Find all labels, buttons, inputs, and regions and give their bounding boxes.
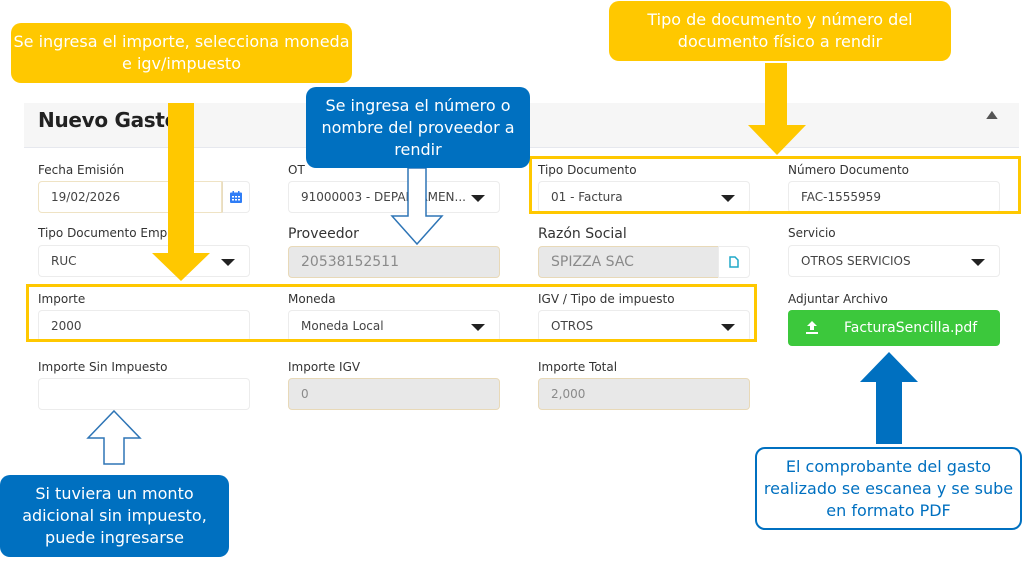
calendar-button[interactable]	[222, 181, 250, 213]
importe-total-label: Importe Total	[538, 360, 618, 374]
chevron-down-icon	[721, 324, 735, 331]
moneda-select[interactable]: Moneda Local	[288, 310, 500, 342]
chevron-down-icon	[221, 259, 235, 266]
importe-highlight-box	[26, 284, 757, 342]
importe-total-input: 2,000	[538, 378, 750, 410]
servicio-select[interactable]: OTROS SERVICIOS	[788, 245, 1000, 277]
chevron-down-icon	[721, 195, 735, 202]
numero-documento-input[interactable]: FAC-1555959	[788, 181, 1000, 213]
sin-impuesto-callout: Si tuviera un monto adicional sin impues…	[0, 475, 229, 557]
importe-label: Importe	[38, 292, 86, 306]
documento-highlight-box	[529, 156, 1021, 214]
arrow-down-outline-icon	[390, 167, 444, 246]
arrow-up-icon	[860, 352, 918, 444]
arrow-up-outline-icon	[86, 409, 142, 465]
uploaded-file-name: FacturaSencilla.pdf	[844, 320, 978, 336]
igv-value: OTROS	[551, 319, 594, 333]
chevron-down-icon	[971, 259, 985, 266]
arrow-down-icon	[152, 103, 210, 281]
tipo-documento-label: Tipo Documento	[538, 163, 637, 177]
importe-sin-impuesto-label: Importe Sin Impuesto	[38, 360, 168, 374]
tipo-documento-value: 01 - Factura	[551, 190, 623, 204]
calendar-icon	[230, 191, 242, 203]
razon-social-button[interactable]	[718, 246, 750, 278]
importe-igv-input: 0	[288, 378, 500, 410]
importe-igv-label: Importe IGV	[288, 360, 361, 374]
chevron-up-icon[interactable]: ▲	[982, 106, 1002, 122]
documento-callout: Tipo de documento y número del documento…	[609, 1, 951, 61]
document-icon	[729, 256, 739, 268]
adjuntar-label: Adjuntar Archivo	[788, 292, 888, 306]
numero-documento-label: Número Documento	[788, 163, 909, 177]
servicio-label: Servicio	[788, 226, 836, 240]
moneda-value: Moneda Local	[301, 319, 384, 333]
tipo-documento-empresa-value: RUC	[51, 254, 77, 268]
igv-label: IGV / Tipo de impuesto	[538, 292, 675, 306]
page-title: Nuevo Gasto	[38, 108, 179, 132]
importe-sin-impuesto-input[interactable]	[38, 378, 250, 410]
proveedor-callout: Se ingresa el número o nombre del provee…	[306, 87, 530, 168]
pdf-callout: El comprobante del gasto realizado se es…	[755, 447, 1022, 530]
tipo-documento-empresa-label: Tipo Documento Empre	[38, 226, 180, 240]
upload-icon	[806, 321, 818, 334]
arrow-down-icon	[748, 63, 806, 155]
fecha-emision-label: Fecha Emisión	[38, 163, 125, 177]
importe-callout: Se ingresa el importe, selecciona moneda…	[11, 23, 352, 83]
proveedor-label: Proveedor	[288, 226, 359, 242]
importe-input[interactable]: 2000	[38, 310, 250, 342]
chevron-down-icon	[471, 195, 485, 202]
proveedor-input[interactable]: 20538152511	[288, 246, 500, 278]
igv-select[interactable]: OTROS	[538, 310, 750, 342]
tipo-documento-select[interactable]: 01 - Factura	[538, 181, 750, 213]
ot-label: OT	[288, 163, 305, 177]
razon-social-input: SPIZZA SAC	[538, 246, 720, 278]
upload-file-button[interactable]: FacturaSencilla.pdf	[788, 310, 1000, 346]
chevron-down-icon	[471, 324, 485, 331]
tipo-documento-empresa-select[interactable]: RUC	[38, 245, 250, 277]
moneda-label: Moneda	[288, 292, 336, 306]
razon-social-label: Razón Social	[538, 226, 627, 242]
servicio-value: OTROS SERVICIOS	[801, 254, 911, 268]
